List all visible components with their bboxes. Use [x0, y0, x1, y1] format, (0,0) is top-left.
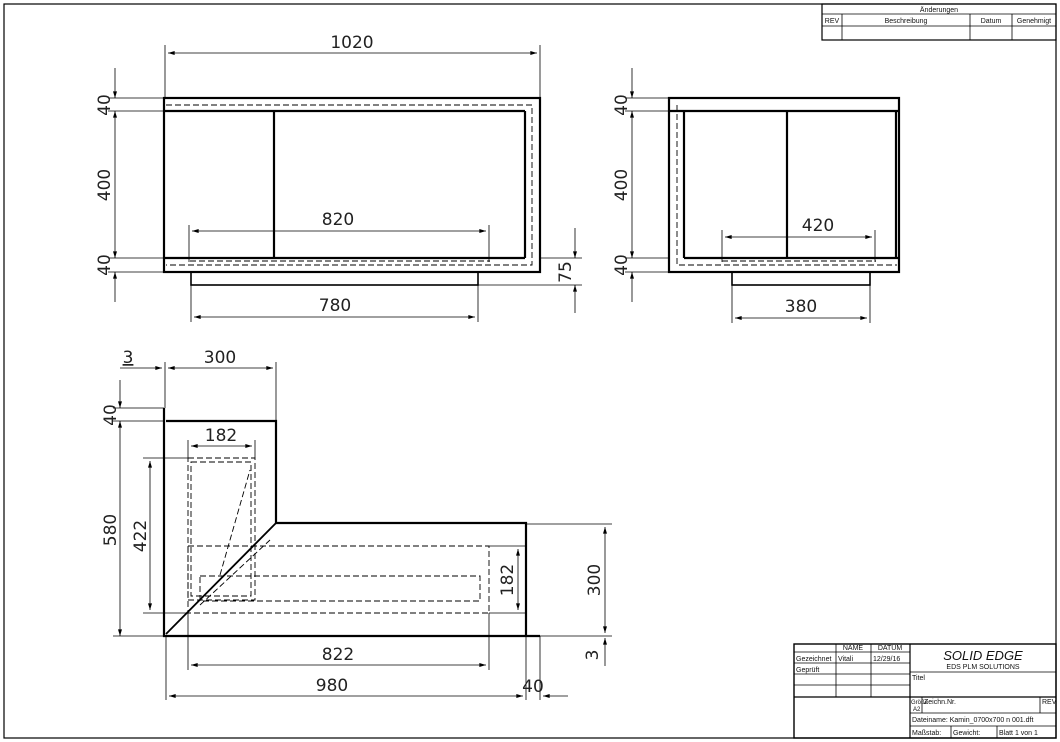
- brand-sub: EDS PLM SOLUTIONS: [946, 664, 1019, 671]
- size-value: A2: [913, 707, 921, 713]
- drawn-label: Gezeichnet: [796, 656, 831, 663]
- dim-top-arm-right: 300: [585, 564, 605, 596]
- col-approved: Genehmigt: [1017, 18, 1051, 25]
- revision-table: Änderungen REV Beschreibung Datum Genehm…: [821, 3, 1057, 41]
- dim-side-top-thickness: 40: [612, 94, 632, 116]
- col-description: Beschreibung: [885, 18, 928, 25]
- dim-top-depth: 580: [101, 514, 121, 546]
- title-label: Titel: [912, 675, 925, 682]
- dim-top-inner-arm-width: 182: [205, 426, 237, 446]
- dim-top-end-thickness: 40: [522, 677, 544, 697]
- dim-top-thickness: 40: [101, 404, 121, 426]
- drawn-date: 12/29/16: [873, 656, 900, 663]
- drawing-no-label: Zeichn.Nr.: [924, 699, 956, 706]
- brand-logo: SOLID EDGE: [943, 648, 1023, 663]
- col-date: Datum: [981, 18, 1002, 25]
- title-block: NAME DATUM Gezeichnet Vitali 12/29/16 Ge…: [793, 643, 1057, 739]
- dim-side-inner-width: 420: [802, 216, 834, 236]
- dim-front-top-thickness: 40: [95, 94, 115, 116]
- dim-side-base-width: 380: [785, 297, 817, 317]
- checked-label: Geprüft: [796, 667, 819, 674]
- dim-top-inner-arm-right: 182: [498, 564, 518, 596]
- dim-front-inner-width: 820: [322, 210, 354, 230]
- scale-label: Maßstab:: [912, 730, 941, 737]
- dim-top-inner-depth: 422: [131, 520, 151, 552]
- drawn-name: Vitali: [838, 656, 853, 663]
- dim-side-bottom-thickness: 40: [612, 254, 632, 276]
- revision-table-title: Änderungen: [920, 6, 958, 14]
- front-view: 1020 820 780 40 400 40 75: [95, 33, 582, 322]
- dim-front-overall-width: 1020: [330, 33, 373, 53]
- title-col-name: NAME: [843, 645, 864, 652]
- dim-top-arm-width: 300: [204, 348, 236, 368]
- dim-front-base-height: 75: [556, 261, 576, 283]
- title-col-date: DATUM: [878, 645, 903, 652]
- side-view: 420 380 40 400 40: [612, 68, 901, 323]
- sheet-number: Blatt 1 von 1: [999, 730, 1038, 737]
- dim-front-height: 400: [95, 169, 115, 201]
- weight-label: Gewicht:: [953, 730, 980, 737]
- dim-top-overall-length: 980: [316, 676, 348, 696]
- dim-top-offset-bottom: 3: [583, 650, 603, 661]
- dim-side-height: 400: [612, 169, 632, 201]
- top-view: 300 3 40 580 422 182 182 300 3 822 980 4…: [101, 348, 612, 700]
- rev-label: REV: [1042, 699, 1057, 706]
- dim-front-base-width: 780: [319, 296, 351, 316]
- dim-top-inner-length: 822: [322, 645, 354, 665]
- dim-top-offset-left: 3: [123, 348, 134, 368]
- sheet-frame: [3, 3, 1057, 739]
- filename: Dateiname: Kamin_0700x700 n 001.dft: [912, 717, 1033, 724]
- dim-front-bottom-thickness: 40: [95, 254, 115, 276]
- size-label: Größe: [911, 700, 929, 706]
- col-rev: REV: [825, 18, 840, 25]
